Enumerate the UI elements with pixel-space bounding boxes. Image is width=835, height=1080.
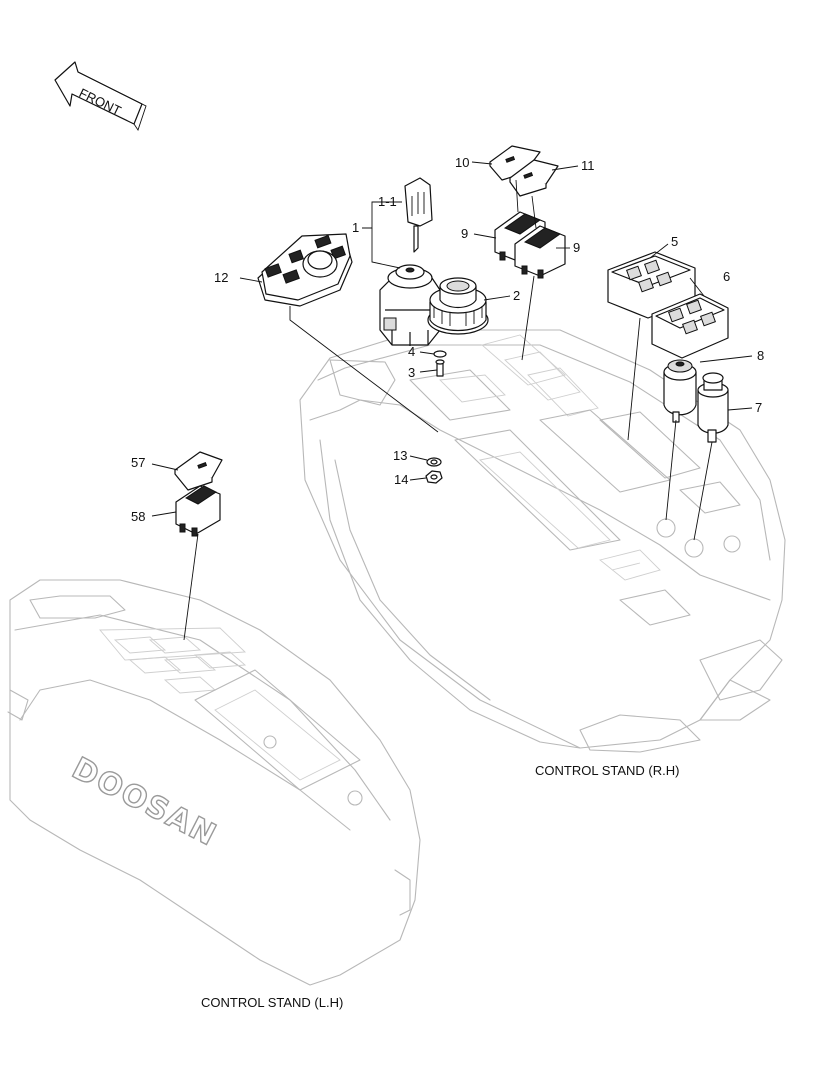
part-11-rocker-cap (509, 159, 559, 197)
callout-2: 2 (513, 288, 520, 303)
part-57-rocker-cap (174, 451, 223, 491)
part-4-washer (433, 350, 447, 358)
part-13-washer (426, 457, 442, 467)
callout-labels: 1 1-1 2 3 4 5 6 7 8 9 9 10 11 12 13 14 5… (131, 155, 764, 524)
callout-9-left: 9 (461, 226, 468, 241)
part-6-switch-panel (651, 293, 729, 359)
callout-14: 14 (394, 472, 408, 487)
part-58-rocker-switch (175, 485, 221, 537)
brand-logo: DOOSAN (66, 751, 223, 854)
caption-control-stand-lh: CONTROL STAND (L.H) (201, 995, 343, 1010)
callout-9-right: 9 (573, 240, 580, 255)
callout-4: 4 (408, 344, 415, 359)
control-stand-lh-outline: DOOSAN (7, 579, 421, 986)
part-9-rocker-switch-b (514, 225, 566, 279)
part-1-ignition-switch (379, 264, 441, 346)
control-stand-rh-outline (299, 329, 786, 753)
callout-8: 8 (757, 348, 764, 363)
part-1-1-key (404, 177, 433, 253)
front-arrow: FRONT (54, 61, 147, 132)
callout-1-1: 1-1 (378, 194, 397, 209)
callout-6: 6 (723, 269, 730, 284)
leader-lines (151, 161, 753, 641)
callout-13: 13 (393, 448, 407, 463)
callout-5: 5 (671, 234, 678, 249)
part-10-rocker-cap (489, 145, 541, 181)
callout-11: 11 (581, 158, 595, 173)
callout-3: 3 (408, 365, 415, 380)
part-2-rotary-knob (427, 277, 489, 335)
callout-58: 58 (131, 509, 145, 524)
callout-10: 10 (455, 155, 469, 170)
callout-7: 7 (755, 400, 762, 415)
part-5-switch-panel (607, 251, 696, 319)
part-8-buzzer (663, 359, 697, 423)
part-3-screw (435, 359, 445, 377)
caption-control-stand-rh: CONTROL STAND (R.H) (535, 763, 679, 778)
part-14-nut (425, 470, 443, 484)
callout-1: 1 (352, 220, 359, 235)
part-7-cigar-lighter (697, 372, 729, 443)
part-12-switch-panel (257, 233, 353, 307)
callout-12: 12 (214, 270, 228, 285)
callout-57: 57 (131, 455, 145, 470)
